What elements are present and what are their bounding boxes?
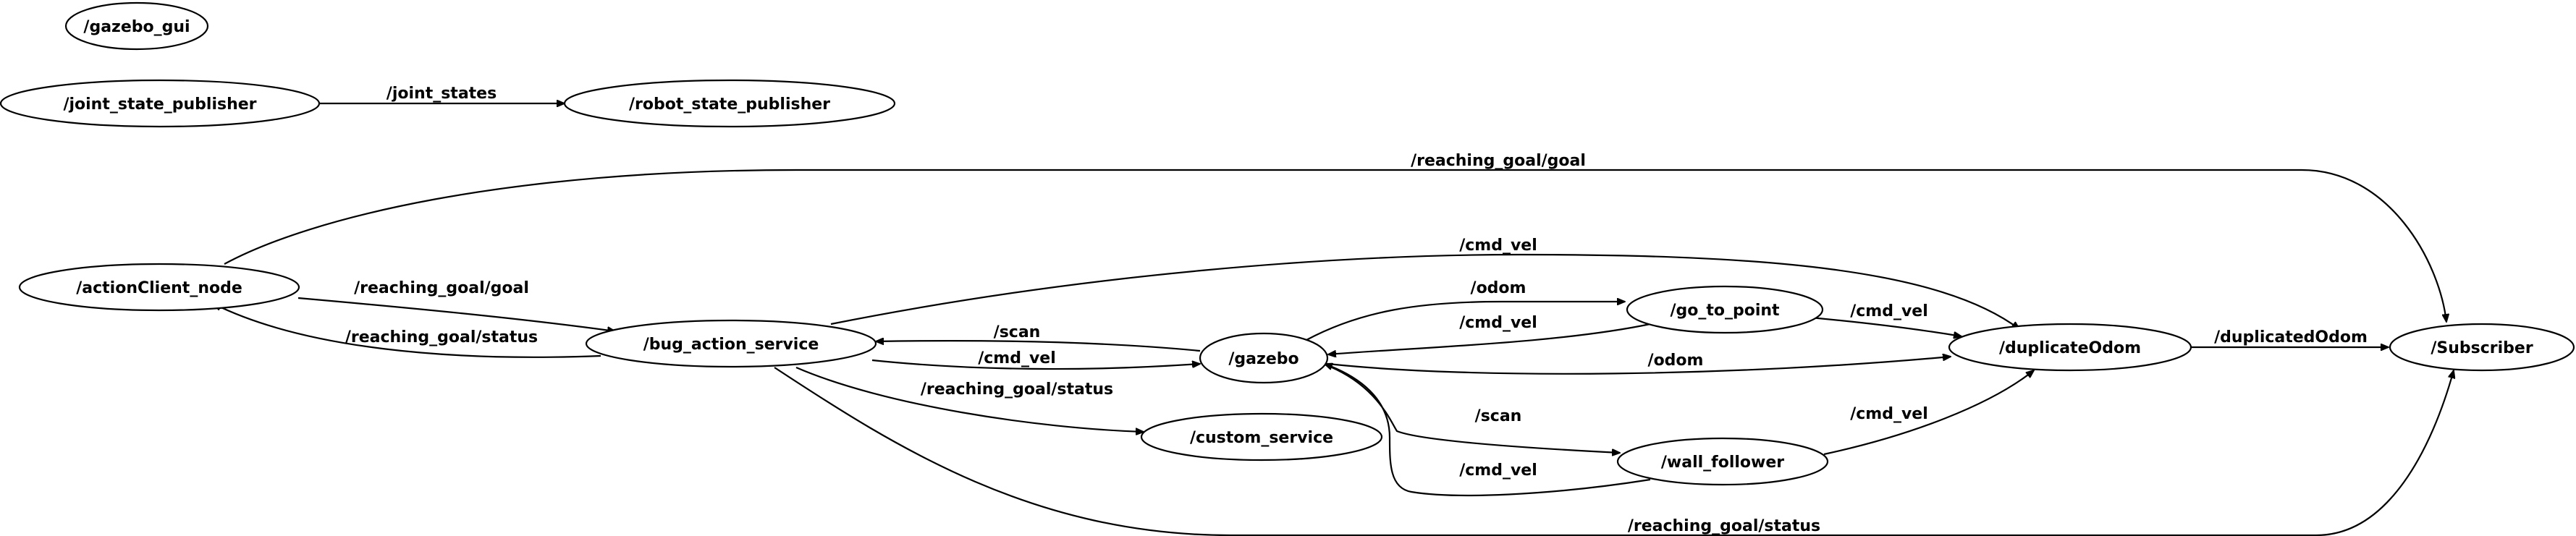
edge-label: /cmd_vel: [1850, 405, 1928, 423]
edge-reaching-goal-status-client[interactable]: /reaching_goal/status: [214, 304, 601, 358]
node-label: /gazebo: [1228, 350, 1298, 368]
node-label: /robot_state_publisher: [629, 95, 830, 114]
edge-cmd-vel-wall-follower-gazebo[interactable]: /cmd_vel: [1325, 364, 1651, 497]
edge-odom-gazebo-go-to-point[interactable]: /odom: [1306, 279, 1625, 341]
edge-label: /cmd_vel: [1459, 237, 1537, 255]
edges: /joint_states /reaching_goal/goal /reach…: [214, 85, 2454, 536]
node-custom-service[interactable]: /custom_service: [1140, 412, 1383, 461]
node-label: /actionClient_node: [76, 279, 242, 297]
edge-reaching-goal-goal-bug[interactable]: /reaching_goal/goal: [297, 279, 615, 331]
edge-odom-gazebo-duplicate[interactable]: /odom: [1327, 352, 1951, 375]
edge-label: /reaching_goal/goal: [1411, 152, 1586, 170]
node-label: /custom_service: [1190, 429, 1333, 447]
node-joint-state-publisher[interactable]: /joint_state_publisher: [0, 79, 321, 128]
edge-reaching-goal-goal-subscriber[interactable]: /reaching_goal/goal: [224, 152, 2446, 322]
edge-cmd-vel-bug-gazebo[interactable]: /cmd_vel: [871, 349, 1200, 370]
edge-label: /reaching_goal/status: [345, 328, 538, 346]
edge-joint-states[interactable]: /joint_states: [319, 85, 565, 103]
edge-label: /cmd_vel: [1459, 314, 1537, 332]
node-label: /go_to_point: [1670, 302, 1780, 320]
node-action-client[interactable]: /actionClient_node: [18, 263, 300, 312]
edge-scan-gazebo-bug[interactable]: /scan: [876, 323, 1201, 352]
node-label: /Subscriber: [2431, 339, 2533, 357]
edge-label: /scan: [994, 323, 1041, 341]
edge-cmd-vel-go-to-point-duplicate[interactable]: /cmd_vel: [1802, 302, 1961, 336]
node-gazebo-gui[interactable]: /gazebo_gui: [64, 1, 209, 51]
node-label: /duplicateOdom: [1999, 339, 2141, 357]
edge-cmd-vel-wall-follower-duplicate[interactable]: /cmd_vel: [1823, 370, 2034, 456]
edge-label: /odom: [1471, 279, 1526, 297]
node-wall-follower[interactable]: /wall_follower: [1616, 437, 1829, 486]
edge-label: /duplicatedOdom: [2214, 328, 2368, 346]
edge-label: /reaching_goal/goal: [354, 279, 529, 297]
node-label: /wall_follower: [1661, 454, 1784, 472]
node-label: /bug_action_service: [643, 336, 819, 354]
node-gazebo[interactable]: /gazebo: [1199, 332, 1329, 384]
edge-scan-gazebo-wall-follower[interactable]: /scan: [1322, 362, 1620, 453]
node-bug-action-service[interactable]: /bug_action_service: [585, 319, 877, 368]
node-go-to-point[interactable]: /go_to_point: [1626, 285, 1824, 334]
edge-duplicated-odom[interactable]: /duplicatedOdom: [2191, 328, 2389, 347]
edge-cmd-vel-bug-duplicate[interactable]: /cmd_vel: [830, 237, 2019, 329]
edge-label: /cmd_vel: [1850, 302, 1928, 320]
node-duplicate-odom[interactable]: /duplicateOdom: [1948, 323, 2192, 372]
edge-label: /cmd_vel: [978, 349, 1056, 367]
edge-label: /odom: [1648, 352, 1704, 370]
edge-label: /reaching_goal/status: [921, 380, 1113, 399]
edge-reaching-goal-status-subscriber[interactable]: /reaching_goal/status: [774, 367, 2454, 536]
edge-label: /scan: [1475, 407, 1522, 425]
node-robot-state-publisher[interactable]: /robot_state_publisher: [563, 79, 896, 128]
node-label: /gazebo_gui: [83, 18, 190, 36]
edge-label: /reaching_goal/status: [1628, 517, 1820, 535]
edge-label: /joint_states: [387, 85, 497, 103]
node-label: /joint_state_publisher: [63, 95, 256, 114]
edge-cmd-vel-go-to-point-gazebo[interactable]: /cmd_vel: [1328, 314, 1651, 354]
edge-reaching-goal-status-custom[interactable]: /reaching_goal/status: [795, 366, 1144, 432]
node-subscriber[interactable]: /Subscriber: [2389, 323, 2575, 372]
nodes: /gazebo_gui /joint_state_publisher /robo…: [0, 1, 2575, 486]
edge-label: /cmd_vel: [1459, 461, 1537, 480]
